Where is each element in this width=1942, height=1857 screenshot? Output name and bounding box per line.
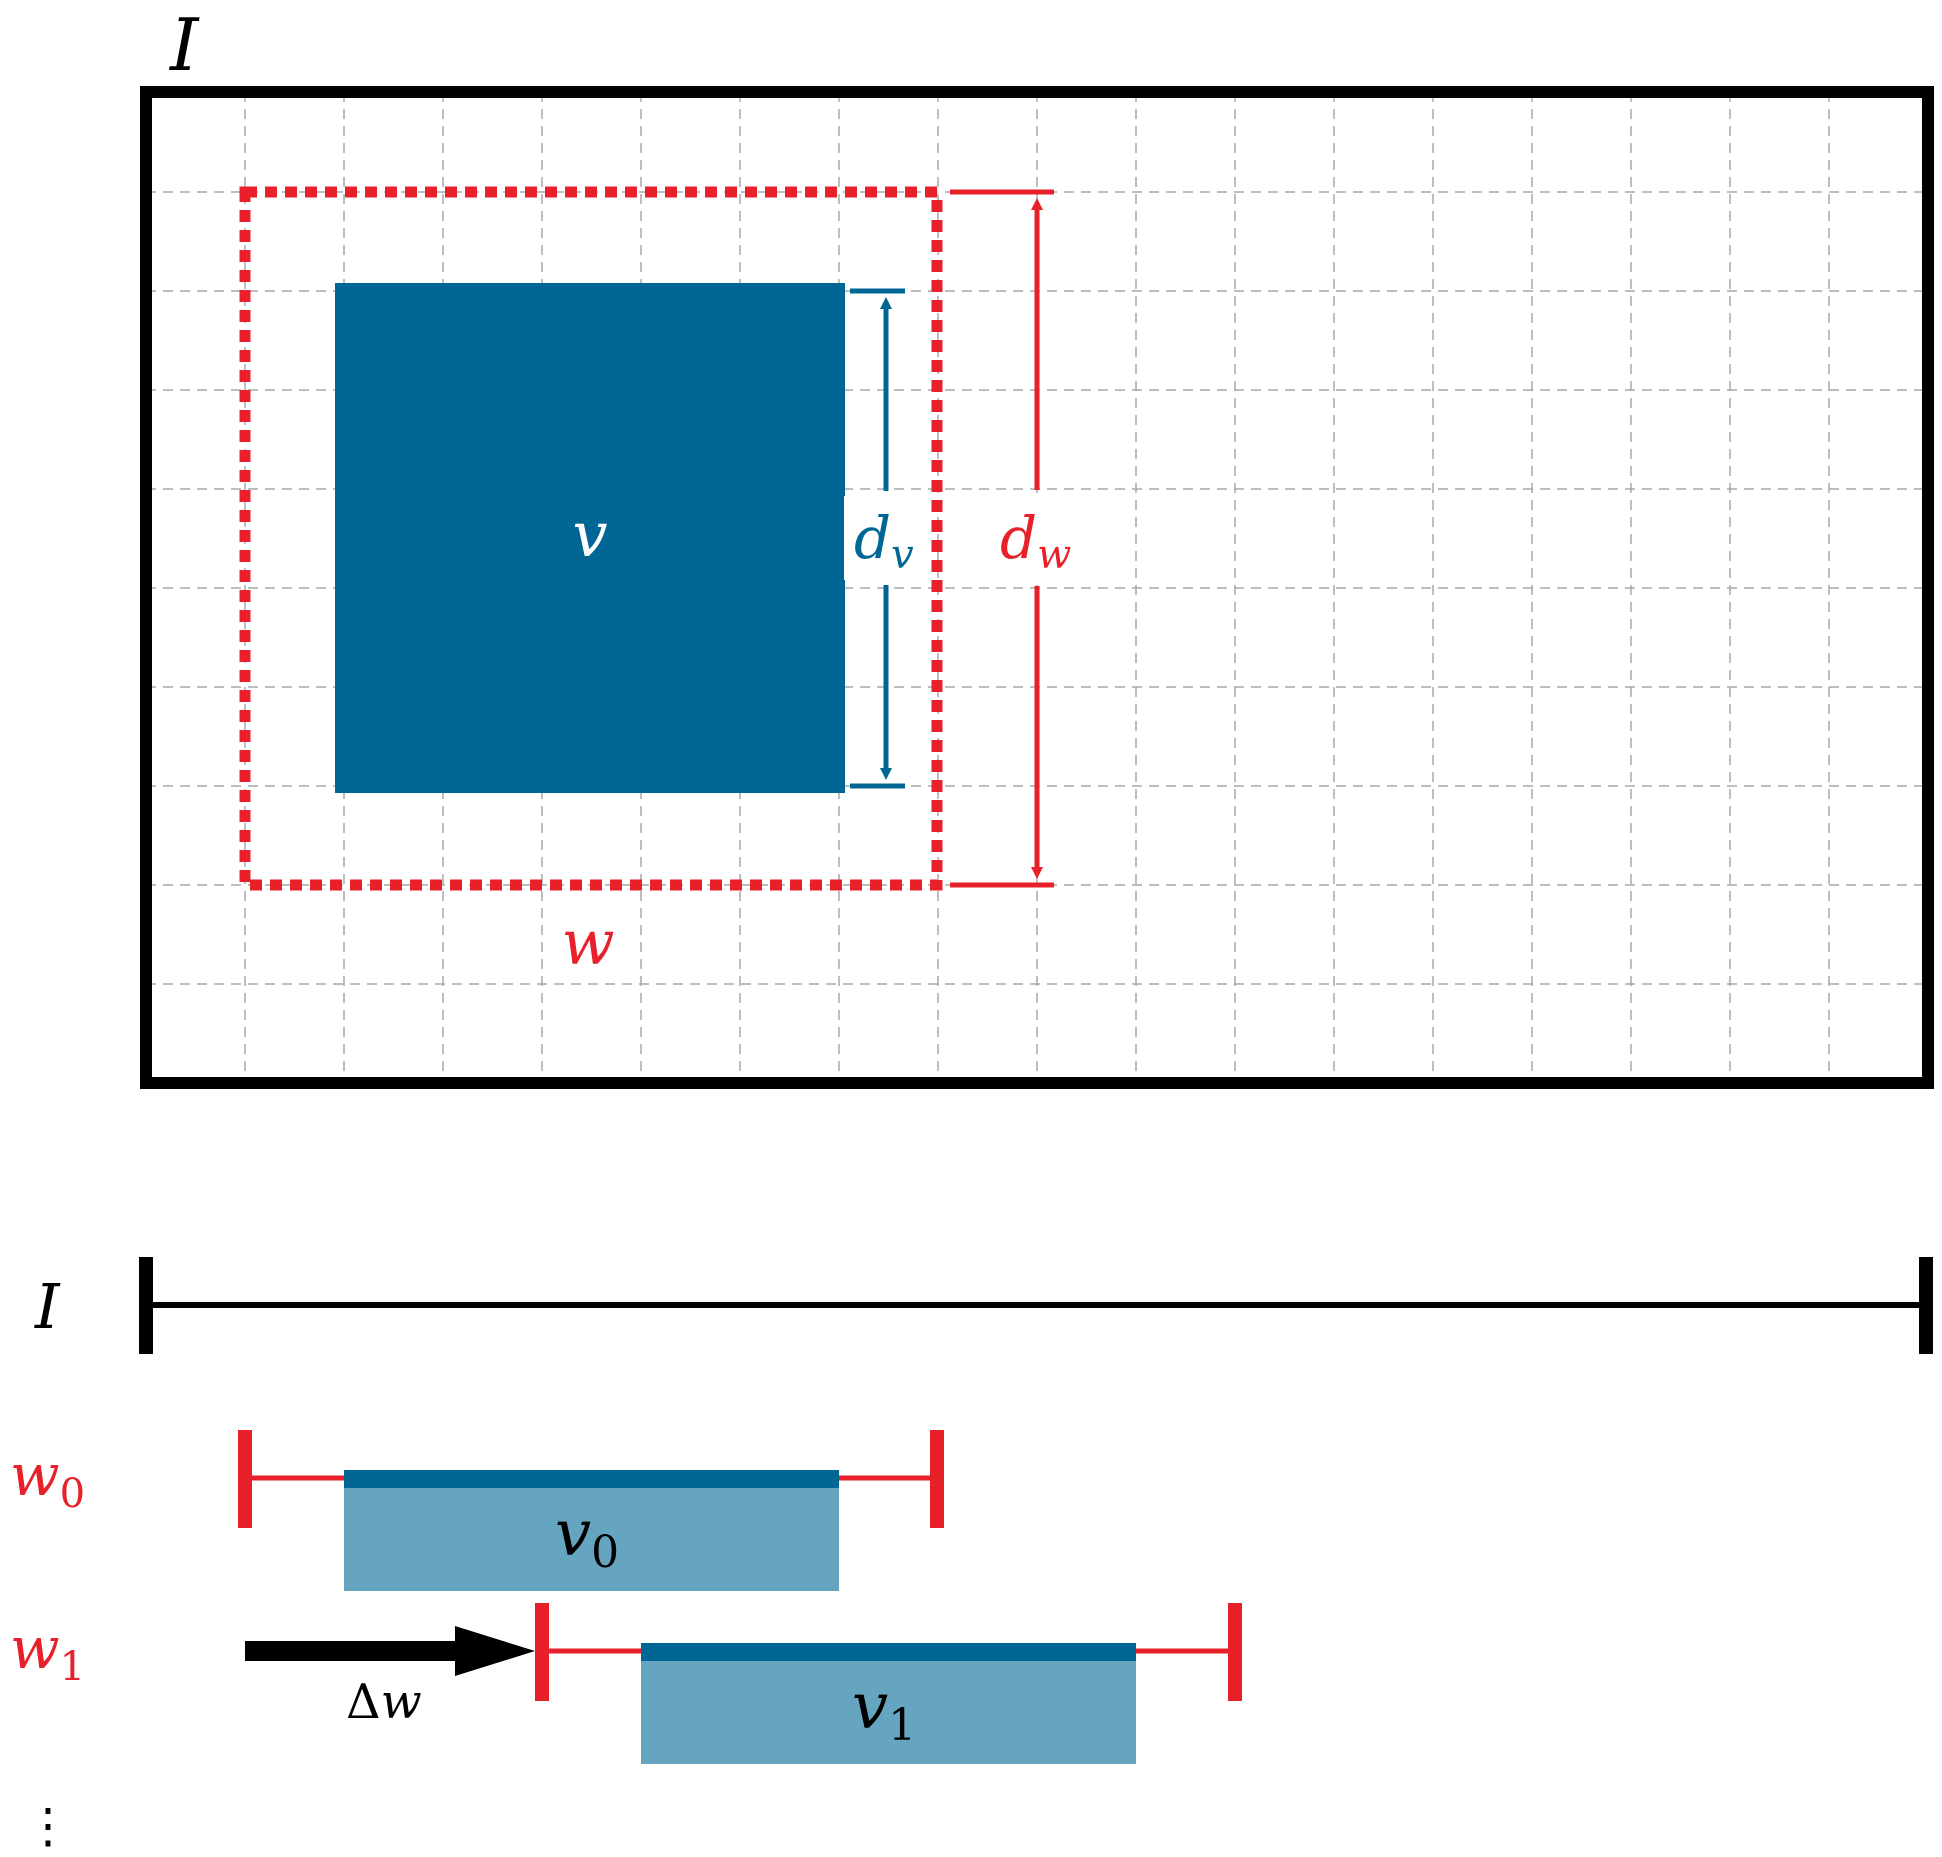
continuation-ellipsis: ⋮: [24, 1798, 72, 1854]
window-label-w0-sub: 0: [60, 1471, 85, 1517]
image-frame: [140, 86, 1934, 1089]
dv-label: dv: [854, 504, 914, 578]
window-row-1: w1 v1: [10, 1603, 1242, 1764]
object-v1-top-edge: [641, 1643, 1136, 1661]
object-v1-body: [641, 1643, 1136, 1764]
window-label-w1-sub: 1: [60, 1644, 85, 1690]
window-label-w0-base: w: [10, 1441, 60, 1509]
object-label-v1-base: v: [852, 1670, 888, 1744]
image-label-bottom: I: [34, 1270, 61, 1343]
object-label-v0-sub: 0: [591, 1527, 619, 1578]
object-label-v1-sub: 1: [888, 1700, 916, 1751]
shift-label-symbol: Δ: [346, 1674, 381, 1730]
window-label-w0: w0: [10, 1441, 85, 1517]
dw-label-background: [992, 496, 1082, 580]
window-box-w: [239, 186, 943, 891]
object-box-v: [335, 283, 845, 793]
window-label-w1-base: w: [10, 1614, 60, 1682]
shift-arrow: Δw: [245, 1626, 535, 1730]
dw-label-sub: w: [1037, 532, 1071, 578]
window-row-0: w0 v0: [10, 1430, 944, 1591]
shift-label-var: w: [381, 1674, 422, 1730]
object-label-v: v: [572, 498, 607, 571]
object-label-v0-base: v: [555, 1497, 591, 1571]
image-label-top: I: [168, 3, 200, 87]
dv-label-background: [844, 496, 926, 580]
object-label-v0: v0: [555, 1497, 619, 1578]
image-extent-line: [139, 1257, 1933, 1354]
dw-label: dw: [1000, 504, 1071, 578]
window-label-w1: w1: [10, 1614, 85, 1690]
object-v0-top-edge: [344, 1470, 839, 1488]
dimension-dw: dw: [950, 189, 1082, 888]
top-panel: I: [140, 3, 1934, 1089]
shift-label: Δw: [346, 1674, 422, 1730]
dw-label-base: d: [1000, 504, 1037, 572]
object-label-v1: v1: [852, 1670, 916, 1751]
dimension-dv: dv: [844, 288, 926, 789]
object-v0-body: [344, 1470, 839, 1591]
dv-label-sub: v: [891, 532, 914, 578]
bottom-panel: I w0 v0 w1: [10, 1257, 1933, 1854]
shift-arrow-head: [455, 1626, 535, 1676]
window-label-w: w: [561, 906, 614, 979]
dv-label-base: d: [854, 504, 891, 572]
